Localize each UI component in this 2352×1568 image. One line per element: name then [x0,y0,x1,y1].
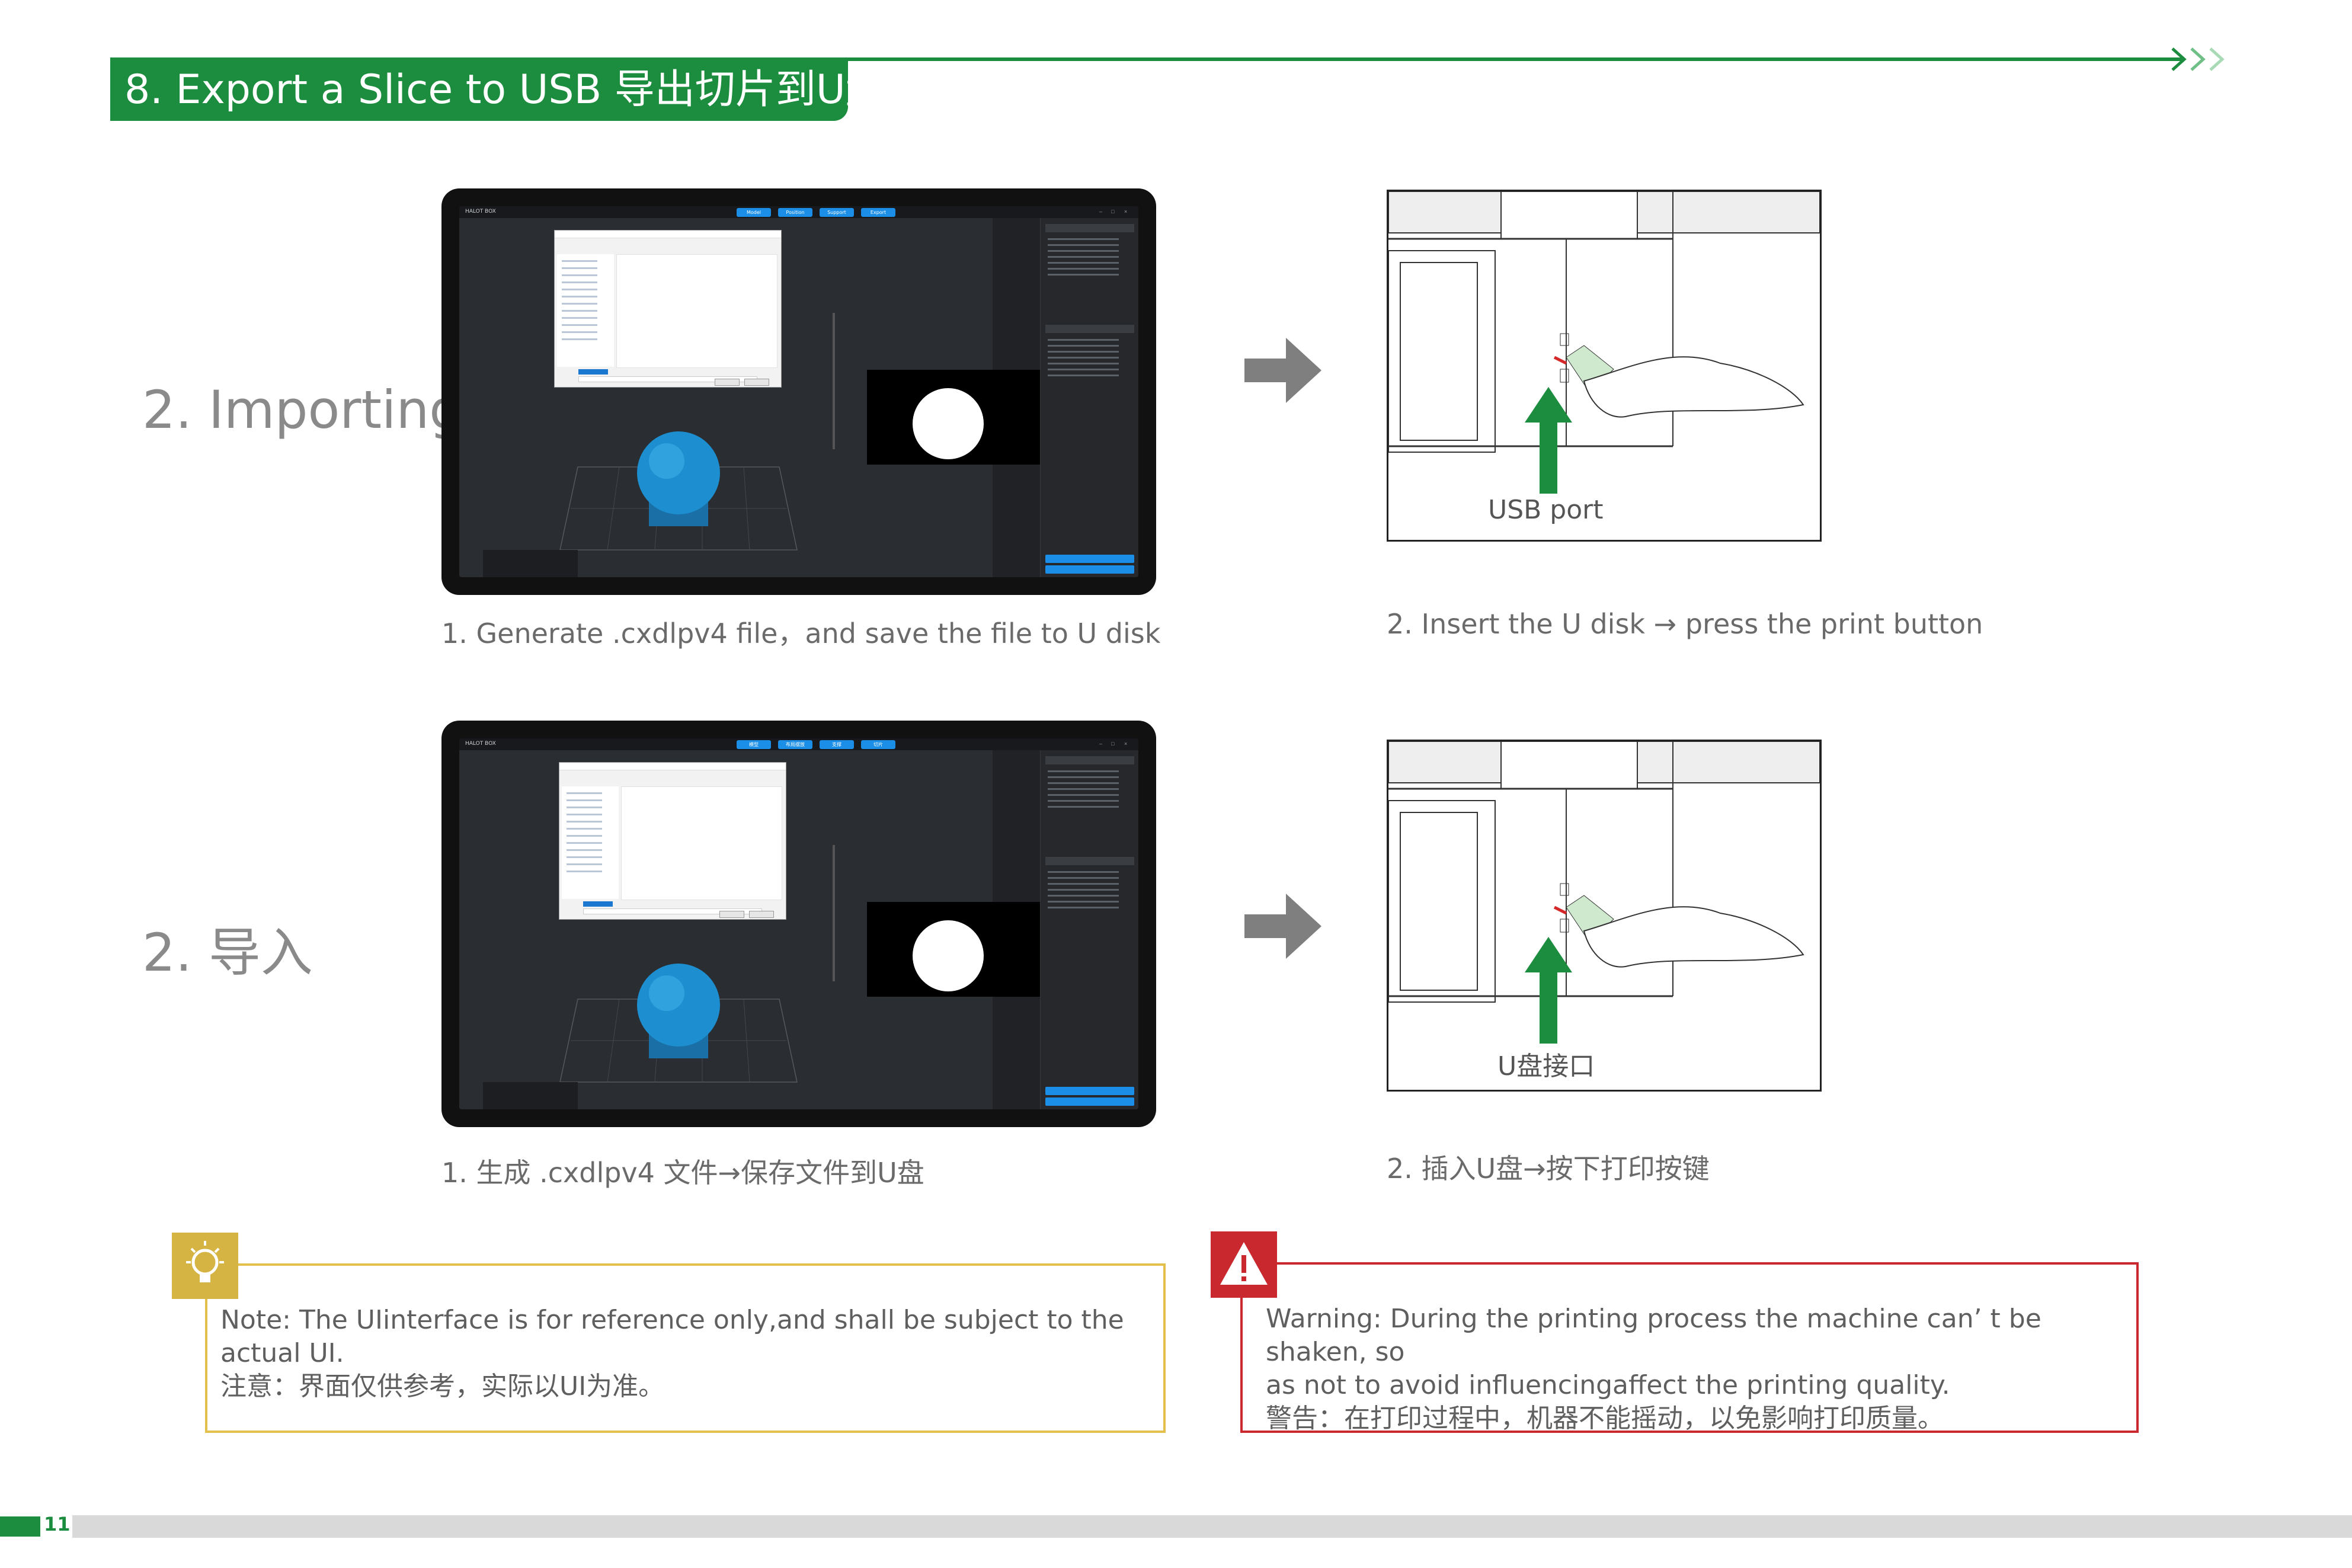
dialog-cancel-button[interactable] [749,911,774,918]
footer-bar [72,1515,2352,1538]
step-position[interactable]: 布局摆放 [778,740,812,749]
dialog-titlebar [559,763,786,770]
caption-generate-file: 1. Generate .cxdlpv4 file，and save the f… [441,617,1161,649]
maximize-icon[interactable]: □ [1111,209,1115,215]
printer-usb-photo-cn: U盘接口 [1387,740,1822,1092]
warning-text: Warning: During the printing process the… [1266,1303,2125,1435]
close-icon[interactable]: × [1124,209,1128,215]
close-icon[interactable]: × [1124,741,1128,747]
section-label-importing: 2. Importing [142,379,463,440]
dialog-save-button[interactable] [715,379,740,386]
warning-line-en-1: Warning: During the printing process the… [1266,1304,2041,1367]
section-label-import-cn: 2. 导入 [142,922,313,983]
screen: HALOT BOX Model Position Support Export … [459,206,1138,577]
right-arrow-icon [1244,338,1321,403]
warning-line-cn: 警告：在打印过程中，机器不能摇动，以免影响打印质量。 [1266,1403,1944,1433]
warning-line-en-2: as not to avoid influencingaffect the pr… [1266,1370,1950,1400]
model-info-panel [483,1082,578,1109]
send-to-printer-button[interactable] [1045,1087,1134,1095]
dialog-cancel-button[interactable] [744,379,769,386]
model-info-panel [483,550,578,577]
print-settings-panel [1040,218,1138,577]
right-arrow-icon [1244,894,1321,959]
dialog-folder-tree[interactable] [562,786,619,899]
app-brand: HALOT BOX [465,741,496,747]
footer-green-block [0,1516,40,1537]
save-file-dialog [554,230,782,388]
dialog-save-button[interactable] [719,911,744,918]
step-model[interactable]: 模型 [737,740,771,749]
caption-generate-file-cn: 1. 生成 .cxdlpv4 文件→保存文件到U盘 [441,1157,924,1189]
warning-box [1240,1262,2139,1433]
layer-slider[interactable] [833,845,835,981]
send-to-printer-button[interactable] [1045,555,1134,563]
save-file-dialog [559,762,786,920]
app-titlebar: HALOT BOX Model Position Support Export … [459,206,1138,218]
dialog-filename-input[interactable] [578,369,608,375]
step-position[interactable]: Position [778,208,812,217]
dialog-filename-input[interactable] [583,901,613,907]
slice-preview-circle [913,920,984,991]
screen: HALOT BOX 模型 布局摆放 支撑 切片 – □ × [459,738,1138,1109]
print-settings-panel [1040,750,1138,1109]
slice-preview-circle [913,388,984,459]
header-rule [110,57,2184,61]
note-icon-badge [172,1233,238,1299]
app-brand: HALOT BOX [465,209,496,215]
export-to-usb-button[interactable] [1045,1097,1134,1106]
page-title: 8. Export a Slice to USB 导出切片到U盘 [124,66,886,113]
step-export[interactable]: Export [861,208,895,217]
build-plate-model [559,964,798,1083]
chevrons-icon [2171,47,2225,71]
dialog-file-list[interactable] [621,786,782,900]
step-export[interactable]: 切片 [861,740,895,749]
note-text: Note: The UIinterface is for reference o… [220,1304,1151,1403]
usb-port-label: USB port [1488,495,1604,525]
software-screenshot: HALOT BOX Model Position Support Export … [441,188,1156,595]
header-tab [110,60,848,121]
caption-insert-usb: 2. Insert the U disk → press the print b… [1387,608,1983,640]
printer-usb-photo: USB port [1387,190,1822,542]
dialog-folder-tree[interactable] [557,254,614,367]
dialog-file-list[interactable] [616,254,777,368]
build-plate-model [559,431,798,551]
page-number: 11 [44,1513,71,1535]
step-support[interactable]: 支撑 [820,740,854,749]
printer-illustration [1388,191,1820,494]
note-line-en: Note: The UIinterface is for reference o… [220,1305,1124,1368]
note-box [205,1263,1166,1433]
printer-illustration [1388,741,1820,1044]
warning-icon-badge [1211,1231,1277,1298]
caption-insert-usb-cn: 2. 插入U盘→按下打印按键 [1387,1153,1710,1185]
step-model[interactable]: Model [737,208,771,217]
warning-triangle-icon [1220,1242,1268,1285]
export-to-usb-button[interactable] [1045,565,1134,574]
step-support[interactable]: Support [820,208,854,217]
maximize-icon[interactable]: □ [1111,741,1115,747]
note-line-cn: 注意：界面仅供参考，实际以UI为准。 [220,1371,665,1401]
software-screenshot-cn: HALOT BOX 模型 布局摆放 支撑 切片 – □ × [441,721,1156,1127]
usb-port-label: U盘接口 [1497,1051,1595,1081]
app-titlebar: HALOT BOX 模型 布局摆放 支撑 切片 – □ × [459,738,1138,750]
minimize-icon[interactable]: – [1099,209,1103,215]
dialog-titlebar [555,231,781,238]
lightbulb-icon [186,1241,224,1282]
layer-slider[interactable] [833,313,835,449]
minimize-icon[interactable]: – [1099,741,1103,747]
